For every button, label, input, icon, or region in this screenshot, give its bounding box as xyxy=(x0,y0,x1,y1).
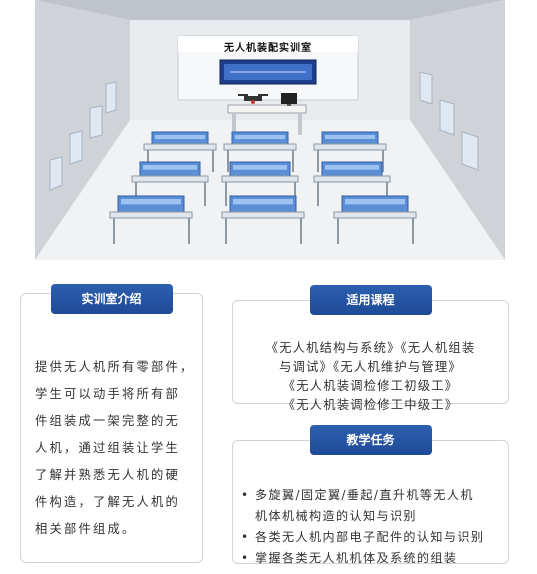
courses-card: 适用课程 《无人机结构与系统》《无人机组装与调试》《无人机维护与管理》《无人机装… xyxy=(232,285,509,412)
intro-line: 提供无人机所有零部件， xyxy=(35,360,195,374)
course-line: 《无人机装调检修工中级工》 xyxy=(282,398,459,412)
classroom-illustration xyxy=(0,0,537,270)
task-item: • 多旋翼/固定翼/垂起/直升机等无人机 xyxy=(241,485,484,506)
task-text: 掌握各类无人机机体及系统的组装 xyxy=(255,551,458,565)
workstation xyxy=(131,161,209,206)
intro-line: 相关部件组成。 xyxy=(35,522,137,536)
courses-list: 《无人机结构与系统》《无人机组装与调试》《无人机维护与管理》《无人机装调检修工初… xyxy=(239,339,502,415)
room-sign-title: 无人机装配实训室 xyxy=(224,43,312,54)
intro-title: 实训室介绍 xyxy=(50,284,173,314)
task-text: 各类无人机内部电子配件的认知与识别 xyxy=(255,530,485,544)
intro-line: 件组装成一架完整的无 xyxy=(35,414,180,428)
intro-card: 实训室介绍 提供无人机所有零部件， 学生可以动手将所有部件组装成一架完整的无人机，… xyxy=(20,284,203,563)
intro-line: 学生可以动手将所有部 xyxy=(35,387,180,401)
workstation xyxy=(143,131,217,172)
tasks-list: • 多旋翼/固定翼/垂起/直升机等无人机机体机械构造的认知与识别 • 各类无人机内部电… xyxy=(241,485,484,569)
workstation xyxy=(109,195,193,244)
course-line: 《无人机装调检修工初级工》 xyxy=(282,379,459,393)
courses-title: 适用课程 xyxy=(309,285,432,315)
task-item: • 各类无人机内部电子配件的认知与识别 xyxy=(241,527,484,548)
workstation xyxy=(333,195,417,244)
tasks-title: 教学任务 xyxy=(309,425,432,455)
workstation xyxy=(221,161,299,206)
intro-line: 人机，通过组装让学生 xyxy=(35,441,180,455)
workstation xyxy=(313,131,387,172)
bullet-icon: • xyxy=(241,488,250,502)
intro-line: 了解并熟悉无人机的硬 xyxy=(35,468,180,482)
task-item: • 掌握各类无人机机体及系统的组装 xyxy=(241,548,484,569)
bullet-icon: • xyxy=(241,551,250,565)
intro-line: 件构造，了解无人机的 xyxy=(35,495,180,509)
workstation xyxy=(223,131,297,172)
intro-text: 提供无人机所有零部件， 学生可以动手将所有部件组装成一架完整的无人机，通过组装让学… xyxy=(35,354,207,543)
bullet-icon: • xyxy=(241,530,250,544)
course-line: 与调试》《无人机维护与管理》 xyxy=(279,360,462,374)
tasks-card: 教学任务 • 多旋翼/固定翼/垂起/直升机等无人机机体机械构造的认知与识别 • 各类无… xyxy=(232,425,509,565)
workstation xyxy=(221,195,305,244)
task-text-continued: 机体机械构造的认知与识别 xyxy=(255,509,417,523)
course-line: 《无人机结构与系统》《无人机组装 xyxy=(265,341,476,355)
workstation xyxy=(313,161,391,206)
task-text: 多旋翼/固定翼/垂起/直升机等无人机 xyxy=(255,488,474,502)
